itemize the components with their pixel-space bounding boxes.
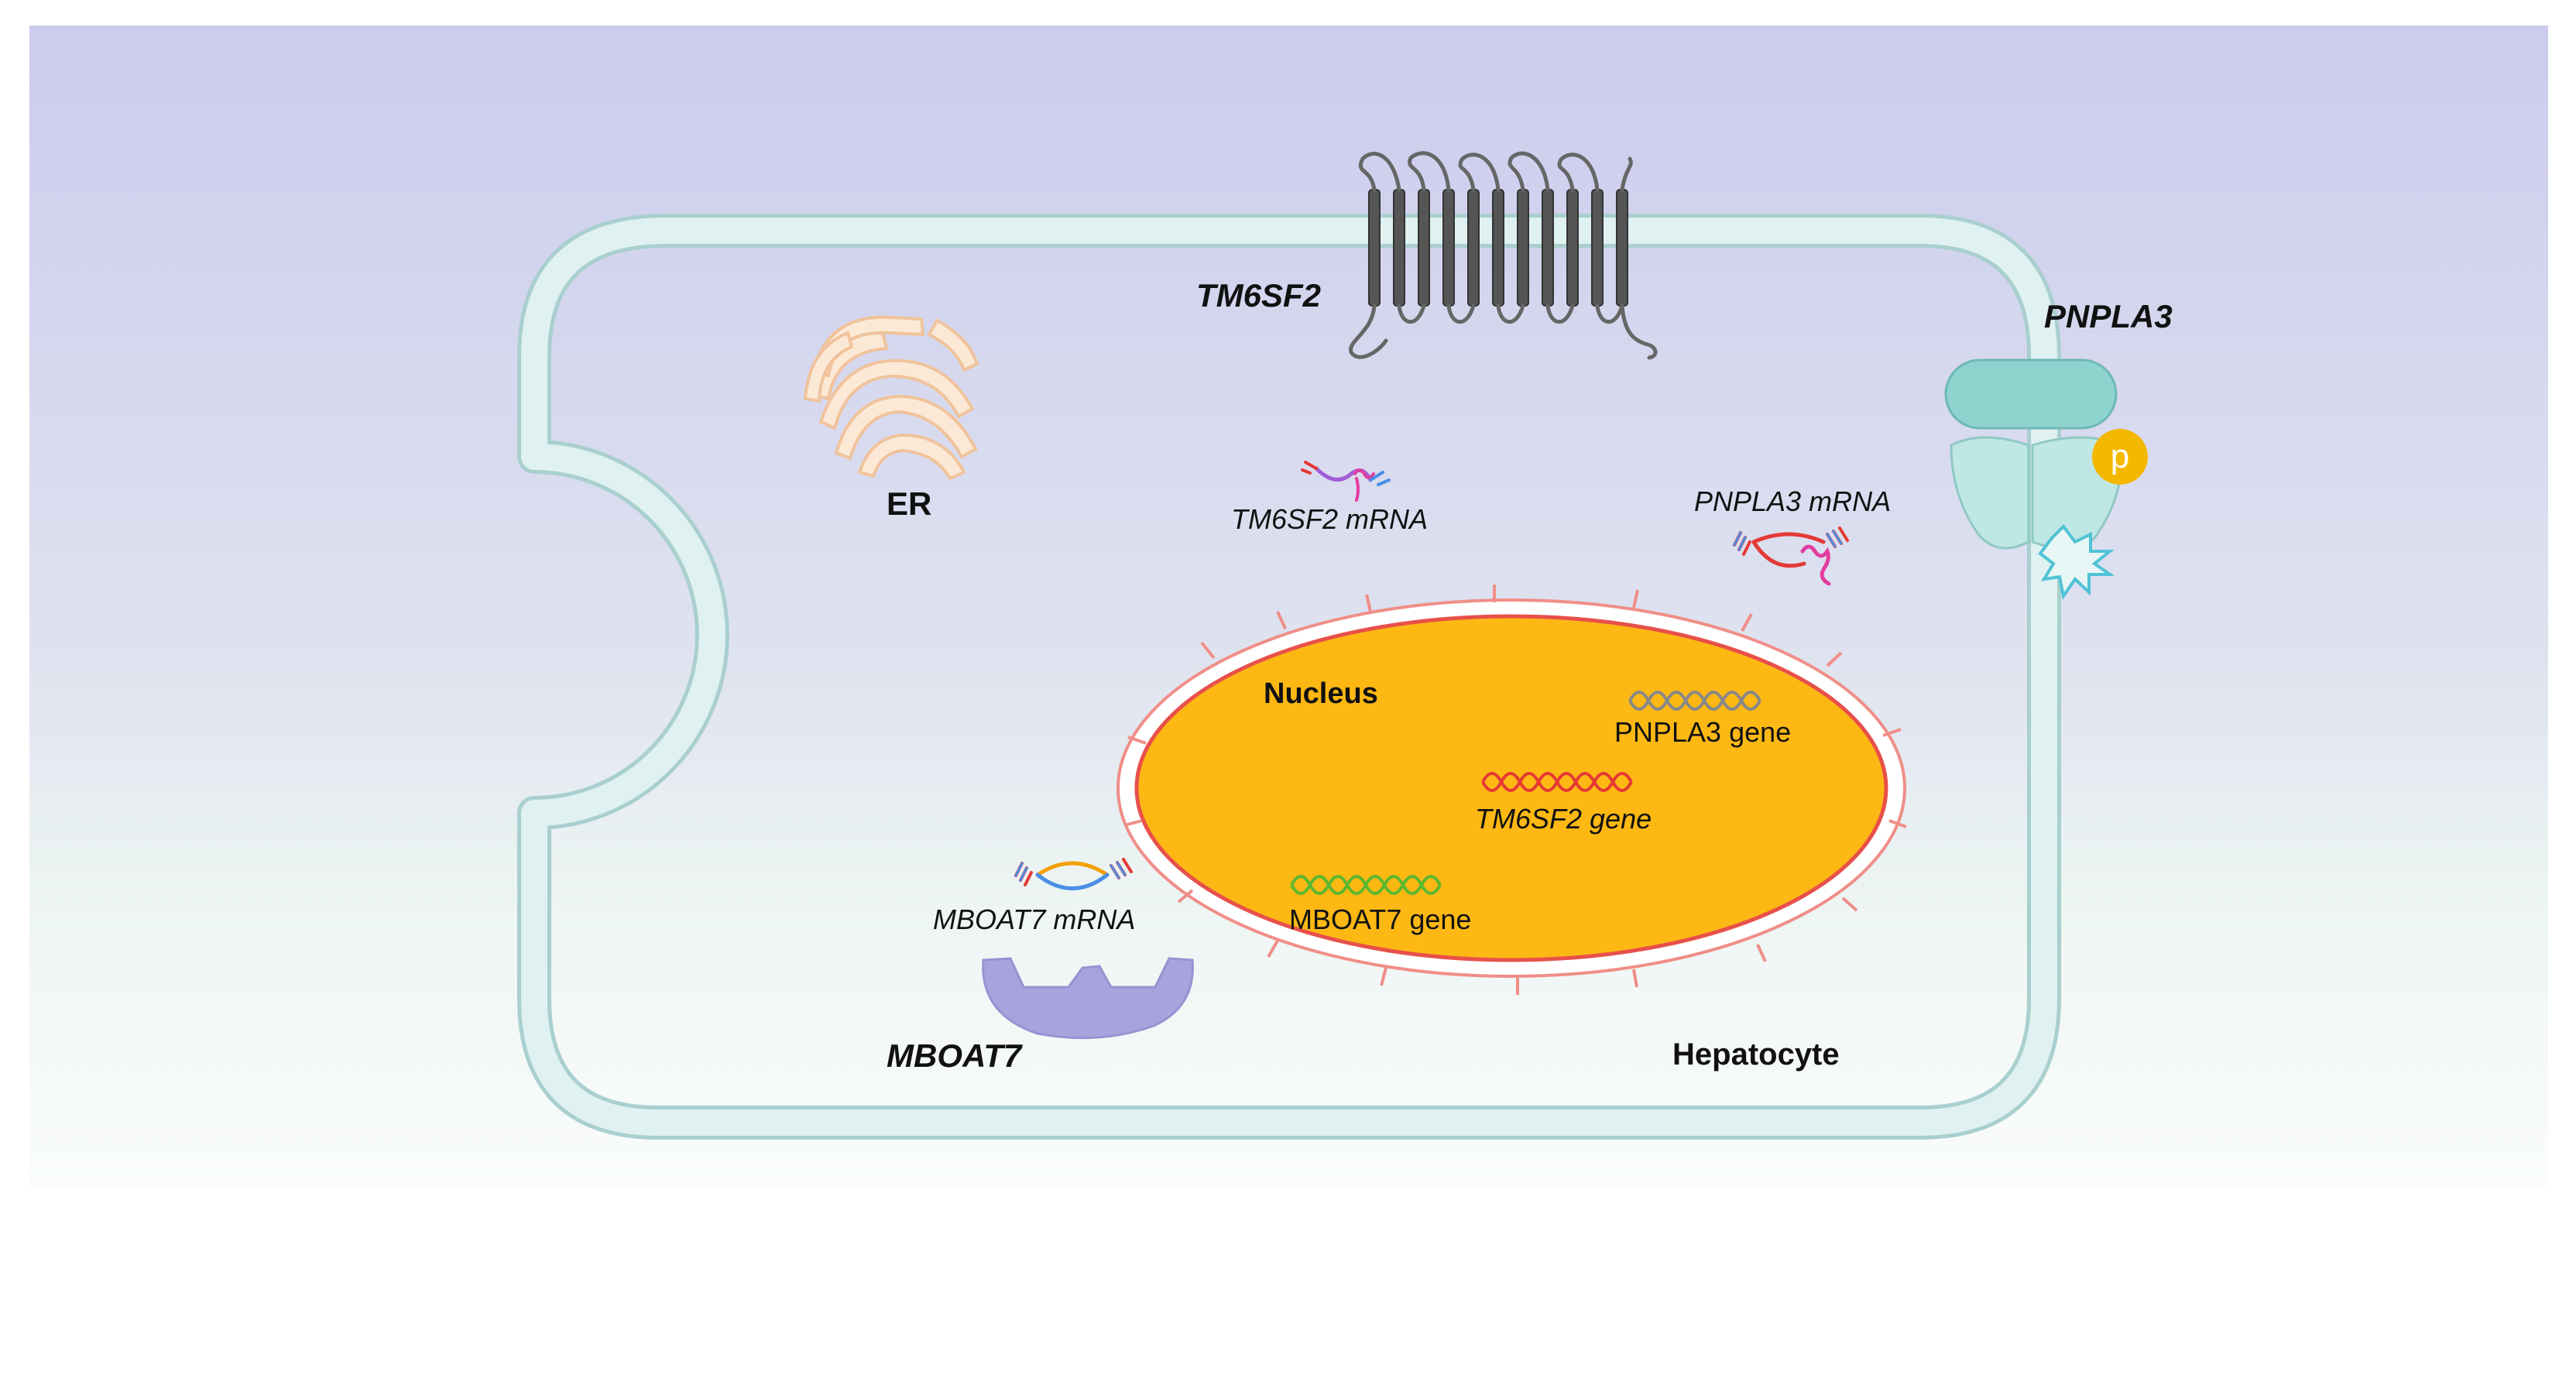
pnpla3-gene-label: PNPLA3 gene: [1614, 716, 1791, 748]
tm6sf2-mrna-label: TM6SF2 mRNA: [1231, 503, 1428, 535]
tm6sf2-protein-icon: [1349, 151, 1658, 360]
er-icon: [803, 315, 979, 481]
hepatocyte-label: Hepatocyte: [1672, 1037, 1840, 1072]
tm6sf2-protein-label: TM6SF2: [1196, 277, 1321, 314]
tm6sf2-gene-icon: [1481, 772, 1633, 792]
phosphate-label: p: [2111, 437, 2129, 475]
mboat7-protein-label: MBOAT7: [887, 1037, 1023, 1074]
pnpla3-mrna-label: PNPLA3 mRNA: [1694, 485, 1891, 517]
pnpla3-gene-icon: [1628, 691, 1761, 711]
pnpla3-protein-label: PNPLA3: [2044, 298, 2173, 334]
nucleus-label: Nucleus: [1264, 677, 1378, 710]
mboat7-mrna-label: MBOAT7 mRNA: [933, 904, 1135, 935]
mboat7-gene-icon: [1290, 875, 1442, 895]
nuclear-pores: [1123, 585, 1907, 995]
pnpla3-mrna-icon: [1733, 526, 1849, 586]
nucleus-body: [1134, 614, 1888, 962]
mboat7-gene-label: MBOAT7 gene: [1289, 904, 1471, 935]
mboat7-mrna-icon: [1014, 858, 1133, 890]
tm6sf2-gene-label: TM6SF2 gene: [1475, 803, 1652, 835]
tm6sf2-mrna-icon: [1301, 461, 1391, 502]
mboat7-protein-icon: [982, 957, 1194, 1040]
background-panel: [29, 26, 2548, 1187]
er-label: ER: [887, 485, 931, 522]
phosphate-icon: [2092, 429, 2148, 485]
